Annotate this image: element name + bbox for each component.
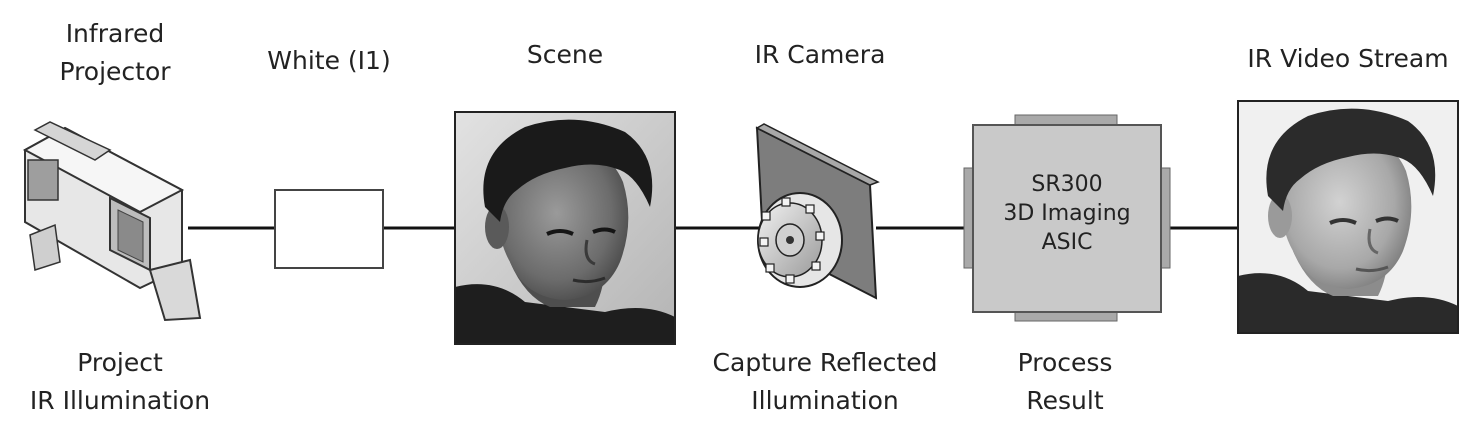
scene-image (454, 111, 676, 345)
asic-line3: ASIC (1041, 230, 1093, 255)
scene-top-label: Scene (485, 36, 645, 74)
asic-bottom-label: Process Result (990, 344, 1140, 420)
stream-top-label: IR Video Stream (1228, 40, 1468, 78)
asic-line1: SR300 (1031, 172, 1103, 197)
projector-icon (22, 121, 202, 322)
asic-chip (963, 114, 1171, 322)
projector-bottom-label: Project IR Illumination (0, 344, 240, 420)
projector-title-line2: Projector (59, 57, 171, 86)
camera-icon (755, 123, 880, 300)
asic-label: SR300 3D Imaging ASIC (973, 170, 1161, 257)
projector-top-label: Infrared Projector (30, 15, 200, 91)
camera-caption-line1: Capture Reflected (712, 348, 938, 377)
camera-bottom-label: Capture Reflected Illumination (700, 344, 950, 420)
ir-stream-image (1237, 100, 1459, 334)
stream-title: IR Video Stream (1247, 44, 1449, 73)
projector-title-line1: Infrared (65, 19, 165, 48)
camera-title: IR Camera (754, 40, 886, 69)
projector-caption-line2: IR Illumination (29, 386, 211, 415)
camera-caption-line2: Illumination (751, 386, 899, 415)
scene-title: Scene (526, 40, 604, 69)
asic-caption-line1: Process (1017, 348, 1113, 377)
white-box (274, 189, 384, 269)
white-title: White (I1) (267, 46, 391, 75)
asic-caption-line2: Result (1026, 386, 1104, 415)
asic-line2: 3D Imaging (1003, 201, 1131, 226)
camera-top-label: IR Camera (730, 36, 910, 74)
projector-caption-line1: Project (77, 348, 163, 377)
white-top-label: White (I1) (245, 42, 413, 80)
